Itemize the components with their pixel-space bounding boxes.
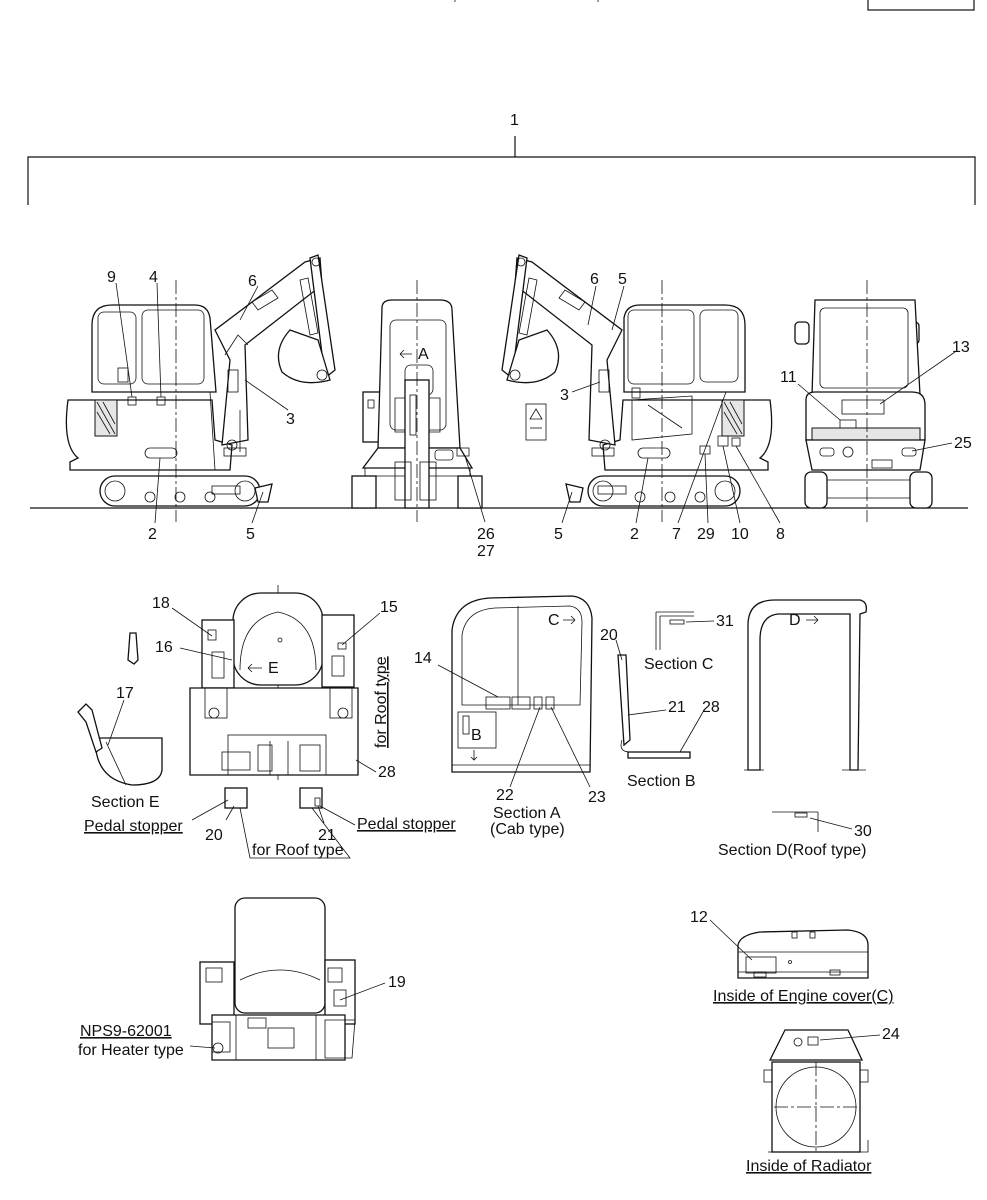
callout-17: 17 bbox=[116, 685, 134, 702]
page-code-box bbox=[454, 0, 975, 11]
caption-for-heater-type: for Heater type bbox=[78, 1042, 184, 1059]
leader-26 bbox=[464, 455, 486, 523]
leader-21b bbox=[627, 709, 667, 716]
assembly-bracket bbox=[27, 136, 976, 205]
caption-pedal-stopper-right: Pedal stopper bbox=[357, 816, 456, 833]
heater-type-seat-view bbox=[199, 897, 356, 1061]
warning-triangle-label bbox=[525, 403, 547, 441]
callout-7: 7 bbox=[672, 526, 681, 543]
leader-28b bbox=[679, 711, 704, 753]
caption-section-e: Section E bbox=[91, 794, 159, 811]
caption-section-c: Section C bbox=[644, 656, 713, 673]
caption-section-d: Section D(Roof type) bbox=[718, 842, 867, 859]
leader-heater bbox=[189, 1045, 216, 1049]
callout-5b: 5 bbox=[618, 271, 627, 288]
callout-5c: 5 bbox=[554, 526, 563, 543]
radiator-inside-view bbox=[763, 1029, 869, 1153]
excavator-front-view bbox=[351, 280, 483, 522]
leader-17 bbox=[107, 699, 125, 746]
caption-for-roof-type-bottom: for Roof type bbox=[252, 842, 344, 859]
leader-12 bbox=[709, 919, 753, 961]
arrow-d-icon bbox=[806, 615, 819, 625]
callout-14: 14 bbox=[414, 650, 432, 667]
callout-18: 18 bbox=[152, 595, 170, 612]
caption-section-b: Section B bbox=[627, 773, 695, 790]
callout-21b: 21 bbox=[668, 699, 686, 716]
callout-6b: 6 bbox=[590, 271, 599, 288]
excavator-left-side-view bbox=[65, 254, 336, 522]
view-mark-d: D bbox=[789, 612, 801, 629]
caption-inside-engine-cover: Inside of Engine cover(C) bbox=[713, 988, 894, 1005]
callout-22: 22 bbox=[496, 787, 514, 804]
view1-leaders bbox=[115, 282, 289, 524]
leader-24 bbox=[819, 1034, 881, 1041]
callout-23: 23 bbox=[588, 789, 606, 806]
leader-31 bbox=[685, 620, 715, 623]
section-d-roof bbox=[744, 599, 868, 832]
callout-8: 8 bbox=[776, 526, 785, 543]
view3-leaders bbox=[561, 285, 781, 524]
leader-19 bbox=[339, 982, 386, 1001]
section-c-detail bbox=[655, 611, 694, 650]
view-mark-c: C bbox=[548, 612, 560, 629]
callout-2a: 2 bbox=[148, 526, 157, 543]
callout-20b: 20 bbox=[600, 627, 618, 644]
section-b-detail bbox=[617, 654, 691, 759]
callout-24: 24 bbox=[882, 1026, 900, 1043]
leader-30 bbox=[809, 817, 853, 830]
callout-16: 16 bbox=[155, 639, 173, 656]
operator-station-view bbox=[189, 585, 359, 809]
callout-20a: 20 bbox=[205, 827, 223, 844]
view-mark-e: E bbox=[268, 660, 279, 677]
callout-9: 9 bbox=[107, 269, 116, 286]
callout-13: 13 bbox=[952, 339, 970, 356]
callout-2b: 2 bbox=[630, 526, 639, 543]
caption-section-a: Section A bbox=[493, 805, 561, 822]
section-a-cab bbox=[451, 595, 593, 773]
caption-inside-radiator: Inside of Radiator bbox=[746, 1158, 872, 1175]
callout-30: 30 bbox=[854, 823, 872, 840]
engine-cover-inside-view bbox=[737, 929, 869, 979]
callout-27: 27 bbox=[477, 543, 495, 560]
caption-for-roof-type-vertical: for Roof type bbox=[373, 656, 390, 748]
callout-28a: 28 bbox=[378, 764, 396, 781]
caption-cab-type: (Cab type) bbox=[490, 821, 565, 838]
excavator-rear-view bbox=[794, 280, 933, 522]
callout-19: 19 bbox=[388, 974, 406, 991]
callout-3b: 3 bbox=[560, 387, 569, 404]
callout-4: 4 bbox=[149, 269, 158, 286]
callout-25: 25 bbox=[954, 435, 972, 452]
arrow-c-icon bbox=[563, 615, 576, 625]
leader-25 bbox=[911, 442, 953, 452]
arrow-a-icon bbox=[399, 349, 412, 359]
callout-1: 1 bbox=[510, 112, 519, 129]
callout-26: 26 bbox=[477, 526, 495, 543]
caption-pedal-stopper-left: Pedal stopper bbox=[84, 818, 183, 835]
seat-leaders bbox=[171, 607, 381, 859]
leader-22 bbox=[509, 706, 541, 788]
leader-13 bbox=[879, 351, 956, 405]
leader-11 bbox=[797, 383, 841, 421]
callout-29: 29 bbox=[697, 526, 715, 543]
callout-31: 31 bbox=[716, 613, 734, 630]
callout-5a: 5 bbox=[246, 526, 255, 543]
leader-20b bbox=[615, 639, 623, 661]
view-mark-a: A bbox=[418, 346, 429, 363]
caption-part-no: NPS9-62001 bbox=[80, 1023, 172, 1040]
callout-3a: 3 bbox=[286, 411, 295, 428]
view-mark-b-cab: B bbox=[471, 727, 482, 744]
callout-12: 12 bbox=[690, 909, 708, 926]
callout-11: 11 bbox=[780, 369, 797, 386]
callout-28b: 28 bbox=[702, 699, 720, 716]
callout-10: 10 bbox=[731, 526, 749, 543]
leader-14 bbox=[437, 664, 499, 698]
callout-15: 15 bbox=[380, 599, 398, 616]
callout-21a: 21 bbox=[318, 827, 336, 844]
section-e-lever bbox=[77, 703, 163, 786]
leader-23 bbox=[550, 706, 591, 788]
key-icon bbox=[127, 632, 139, 665]
callout-6a: 6 bbox=[248, 273, 257, 290]
excavator-right-side-view bbox=[501, 254, 773, 522]
